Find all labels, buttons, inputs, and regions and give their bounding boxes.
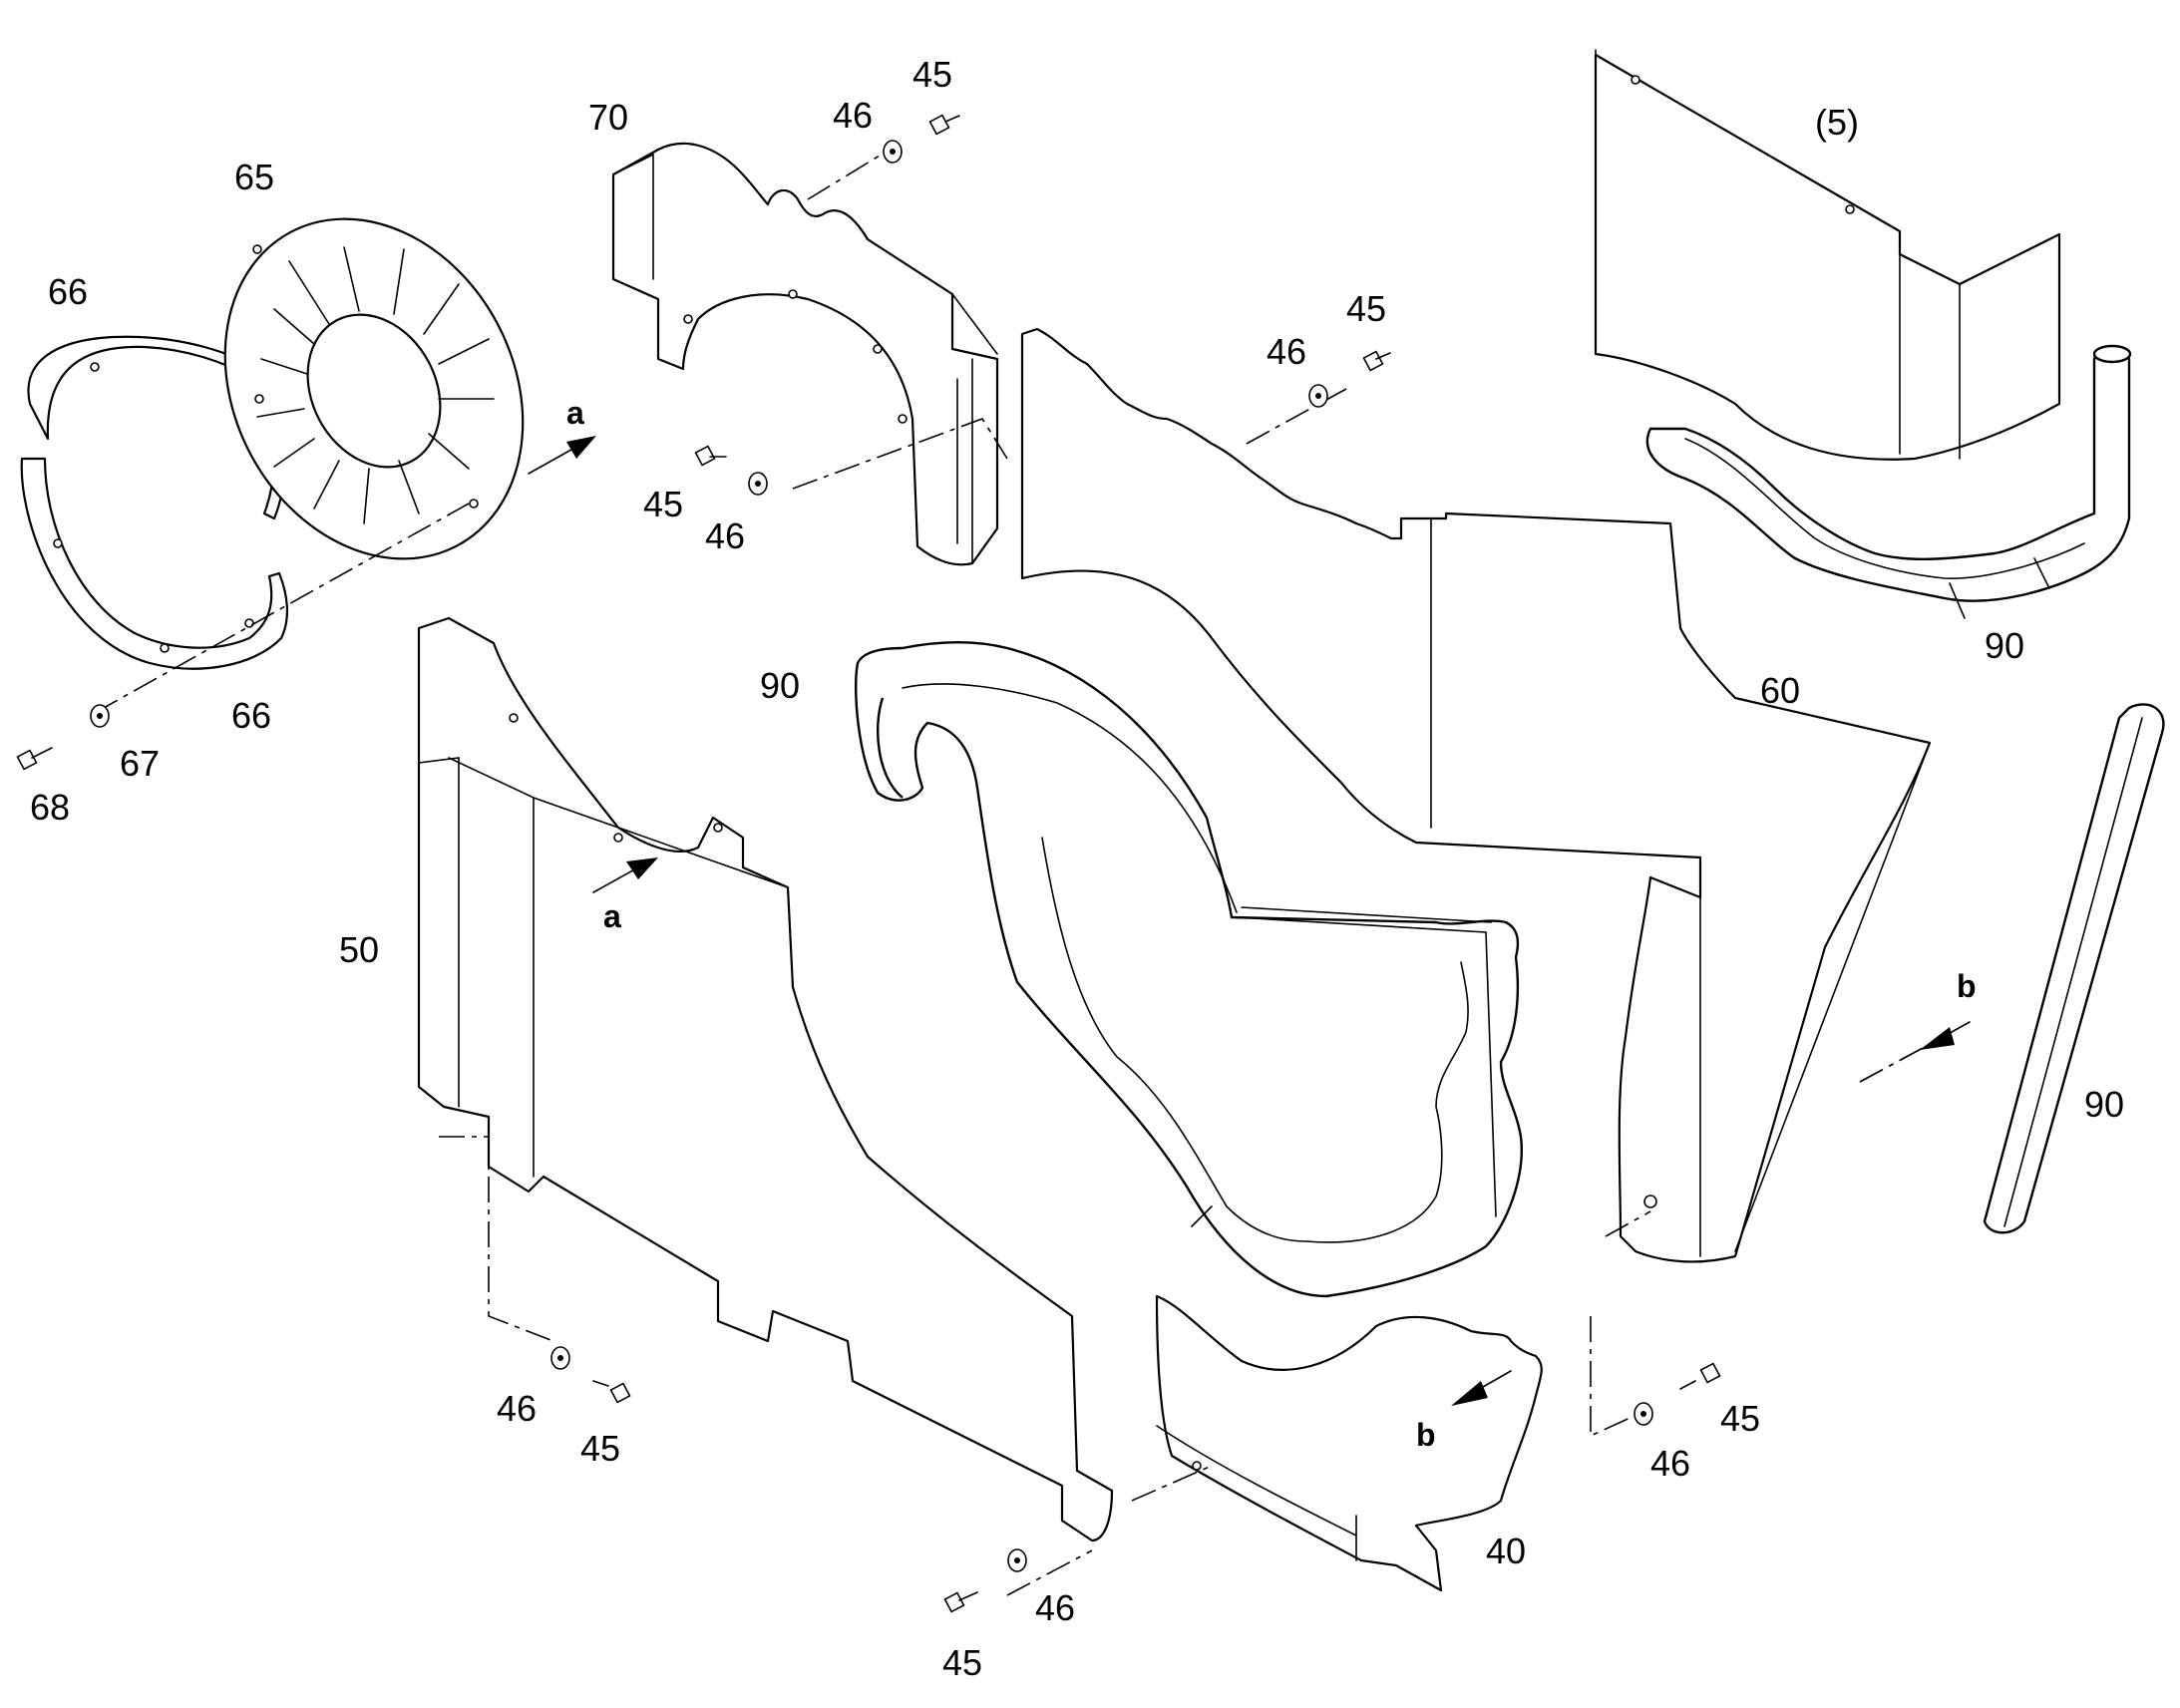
part-labels: 70 65 66 66 67 68 46 45 45 46 46 45 (5) … (30, 54, 2124, 1683)
label-70: 70 (588, 97, 628, 138)
label-66-top: 66 (48, 271, 88, 312)
arrow-letter-a-top: a (566, 395, 584, 431)
arrow-letter-b-right: b (1957, 968, 1977, 1004)
label-46-center: 46 (1267, 331, 1306, 372)
label-90-top-right: 90 (1985, 625, 2024, 666)
view-arrow-b-bottom (1451, 1370, 1512, 1406)
arrow-letter-a-bottom: a (603, 898, 621, 934)
part-90-right-seal (1983, 703, 2165, 1234)
view-arrow-b-right (1920, 1021, 1971, 1050)
label-45-bottom: 45 (942, 1642, 982, 1683)
part-70-upper-shroud (611, 142, 999, 566)
label-46-lower-left: 46 (497, 1388, 537, 1429)
label-67: 67 (120, 743, 160, 784)
part-90-center-seal (855, 641, 1523, 1298)
label-46-top: 46 (833, 95, 873, 136)
label-50: 50 (339, 929, 379, 970)
label-65: 65 (234, 157, 274, 197)
label-60: 60 (1760, 670, 1800, 711)
label-45-top: 45 (912, 54, 952, 95)
part-40-lower-panel (1155, 1294, 1543, 1592)
label-45-right: 45 (1720, 1398, 1760, 1439)
part-65-fan-ring-plate (223, 217, 525, 560)
part-60-center-shroud (1020, 327, 1932, 1263)
view-arrow-a-bottom (592, 857, 658, 893)
assembly-leader-lines (94, 144, 1926, 1596)
arrow-letter-b-bottom: b (1416, 1417, 1436, 1453)
label-46-right: 46 (1650, 1443, 1690, 1484)
label-45-center: 45 (1346, 288, 1386, 329)
label-40: 40 (1486, 1531, 1526, 1571)
view-arrow-a-top (528, 436, 596, 475)
part-50-lower-shroud (417, 616, 1114, 1542)
part-5-reference-panel (1594, 49, 2061, 461)
label-46-left: 46 (705, 515, 745, 556)
label-46-bottom: 46 (1035, 1587, 1075, 1628)
hardware-fasteners (16, 114, 1721, 1613)
label-68: 68 (30, 787, 70, 828)
label-90-center: 90 (760, 665, 800, 706)
label-5-ref: (5) (1815, 102, 1859, 143)
label-45-lower-left: 45 (580, 1428, 620, 1469)
label-90-right: 90 (2084, 1084, 2124, 1125)
label-45-left: 45 (643, 484, 683, 524)
view-arrow-letters: a a b b (566, 395, 1977, 1453)
label-66-bottom: 66 (231, 695, 271, 736)
part-90-top-right-seal (1645, 344, 2132, 619)
